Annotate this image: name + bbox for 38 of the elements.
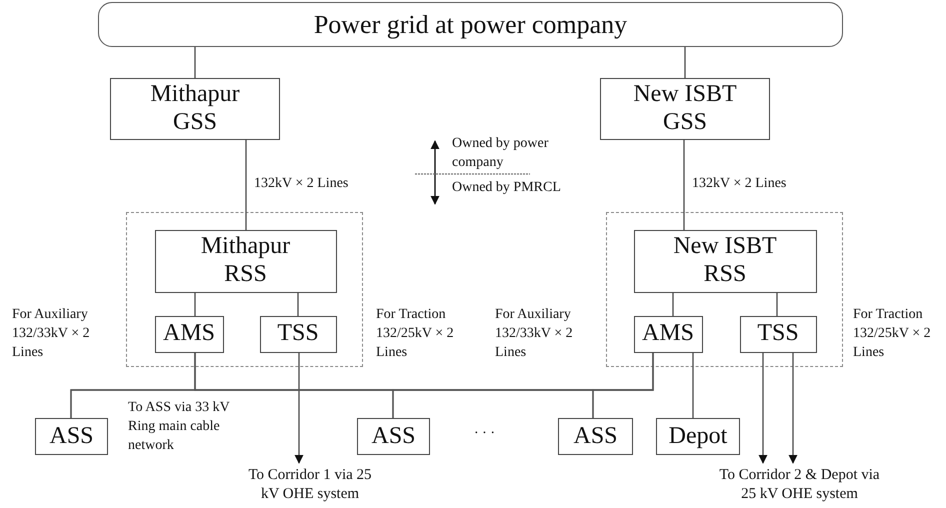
annotation-text: Owned by power company (452, 135, 550, 172)
grid-box: Power grid at power company (98, 2, 843, 47)
connector-line (776, 293, 778, 316)
connector-line (592, 353, 654, 418)
substation-box: TSS (260, 316, 336, 352)
substation-box: ASS (357, 418, 430, 455)
substation-box: TSS (740, 316, 816, 352)
connector-line (194, 293, 196, 316)
dashed-boundary (606, 212, 843, 367)
annotation-text: For Traction 132/25kV × 2 Lines (853, 306, 932, 362)
annotation-text: Owned by PMRCL (452, 179, 562, 197)
substation-box: ASS (558, 418, 633, 455)
annotation-text: For Traction 132/25kV × 2 Lines (376, 306, 455, 362)
connector-line (245, 140, 247, 230)
connector-line (194, 47, 196, 78)
arrow (294, 353, 304, 464)
substation-box: New ISBT GSS (600, 78, 770, 140)
arrow (758, 353, 768, 464)
annotation-text: · · · (474, 425, 496, 443)
connector-line (684, 47, 686, 78)
destination-note: To Corridor 2 & Depot via 25 kV OHE system (712, 465, 887, 505)
substation-box: Mithapur RSS (154, 230, 336, 292)
connector-line (683, 140, 685, 230)
dashed-boundary (126, 212, 363, 367)
connector-line (672, 293, 674, 316)
annotation-text: To ASS via 33 kV Ring main cable network (128, 399, 230, 455)
annotation-text: For Auxiliary 132/33kV × 2 Lines (495, 306, 574, 362)
connector-line (297, 293, 299, 316)
connector-line (692, 353, 694, 418)
substation-box: New ISBT RSS (634, 230, 816, 292)
destination-note: To Corridor 1 via 25 kV OHE system (240, 465, 380, 505)
substation-box: AMS (634, 316, 702, 352)
substation-box: ASS (35, 418, 108, 455)
substation-box: Depot (656, 418, 740, 455)
substation-box: Mithapur GSS (110, 78, 280, 140)
substation-box: AMS (154, 316, 224, 352)
arrow (788, 353, 798, 464)
annotation-text: For Auxiliary 132/33kV × 2 Lines (12, 306, 91, 362)
